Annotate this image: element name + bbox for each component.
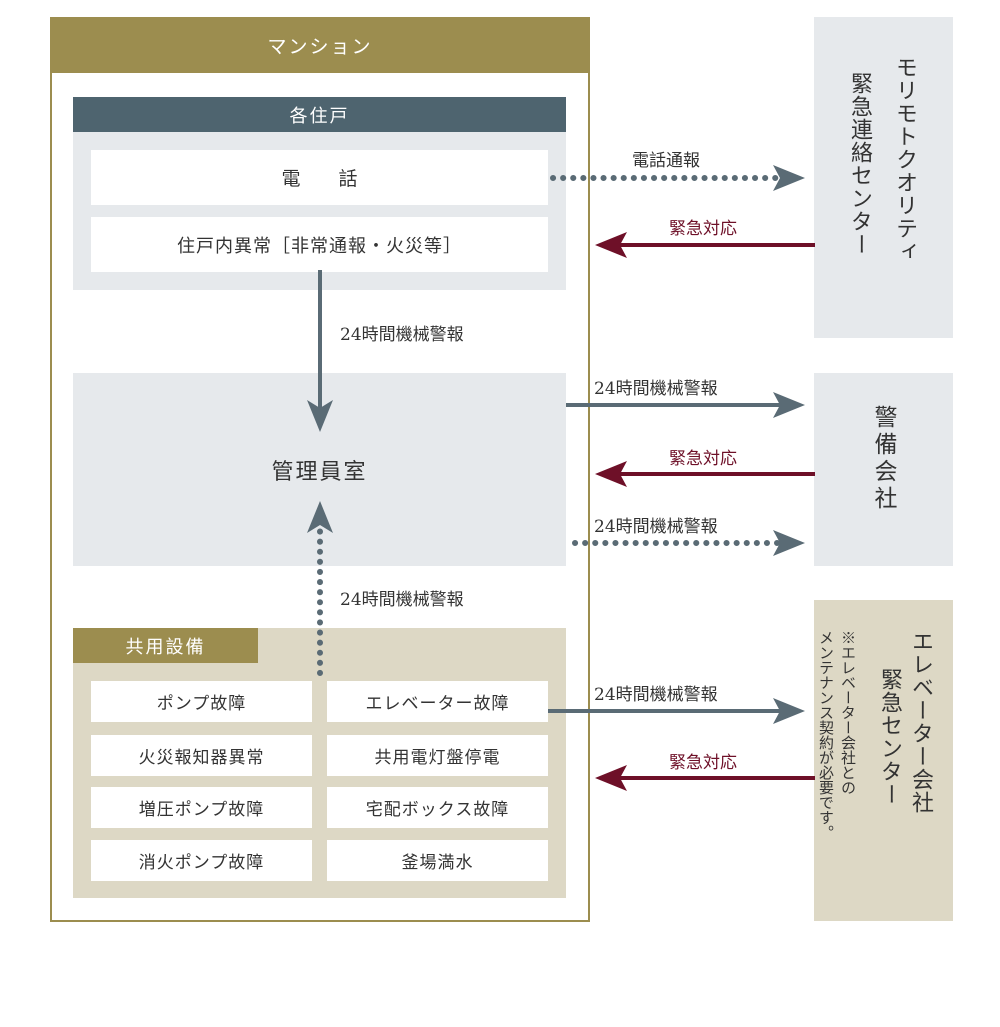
mansion-header: マンション — [50, 17, 590, 73]
elevator-failure-arrowhead — [773, 698, 805, 724]
units-header: 各住戸 — [73, 97, 566, 132]
facility-pump-failure: ポンプ故障 — [91, 681, 312, 722]
phone-report-arrowhead — [773, 165, 805, 191]
response-security-arrowhead — [595, 461, 627, 487]
security-company-box — [814, 373, 953, 566]
facility-elevator-failure: エレベーター故障 — [327, 681, 548, 722]
morimoto-center: 緊急連絡センター — [847, 72, 872, 256]
alarm-24h-label-elevator: 24時間機械警報 — [594, 685, 718, 705]
morimoto-emergency-center-box — [814, 17, 953, 338]
facility-pit-full-water: 釜場満水 — [327, 840, 548, 881]
emergency-response-label-security: 緊急対応 — [669, 449, 737, 469]
management-to-security-dotted-arrowhead — [773, 530, 805, 556]
alarm-24h-label-security-2: 24時間機械警報 — [594, 517, 718, 537]
in-unit-abnormal-box: 住戸内異常［非常通報・火災等］ — [91, 217, 548, 272]
response-units-arrowhead — [595, 232, 627, 258]
phone-report-label: 電話通報 — [632, 151, 700, 171]
facility-fire-pump-failure: 消火ポンプ故障 — [91, 840, 312, 881]
morimoto-name: モリモトクオリティ — [892, 56, 917, 263]
alarm-24h-label-security-1: 24時間機械警報 — [594, 379, 718, 399]
response-elevator-arrowhead — [595, 765, 627, 791]
emergency-response-label-units: 緊急対応 — [669, 219, 737, 239]
elevator-emergency-center: 緊急センター — [877, 668, 902, 806]
common-to-management-arrowhead — [307, 501, 333, 533]
facility-delivery-box-failure: 宅配ボックス故障 — [327, 787, 548, 828]
phone-box: 電 話 — [91, 150, 548, 205]
facility-common-light-outage: 共用電灯盤停電 — [327, 735, 548, 776]
elevator-emergency-center-box — [814, 600, 953, 921]
units-to-management-arrowhead — [307, 400, 333, 432]
management-to-security-arrowhead — [773, 392, 805, 418]
security-company-name: 警備会社 — [870, 405, 896, 513]
emergency-response-label-elevator: 緊急対応 — [669, 753, 737, 773]
facility-booster-pump-failure: 増圧ポンプ故障 — [91, 787, 312, 828]
elevator-contract-note: ※エレベーター会社との メンテナンス契約が必要です。 — [817, 630, 857, 840]
elevator-company-name: エレベーター会社 — [908, 630, 933, 814]
alarm-24h-label-units: 24時間機械警報 — [340, 325, 464, 345]
common-facilities-header: 共用設備 — [73, 628, 258, 663]
alarm-24h-label-common: 24時間機械警報 — [340, 590, 464, 610]
facility-fire-alarm: 火災報知器異常 — [91, 735, 312, 776]
